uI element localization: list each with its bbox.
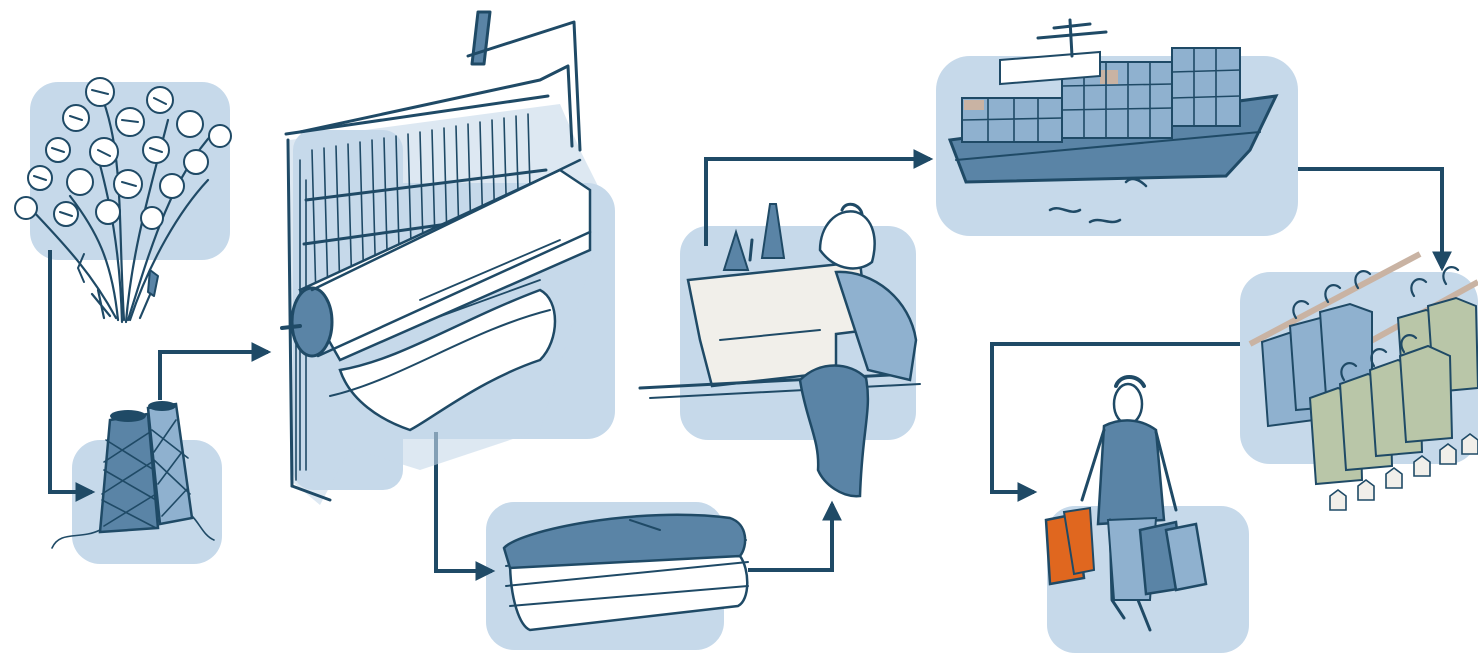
arrow-fabric-to-sewing	[748, 504, 832, 570]
arrow-yarn-to-loom	[160, 352, 268, 400]
arrow-ship-to-rack	[1298, 169, 1442, 268]
